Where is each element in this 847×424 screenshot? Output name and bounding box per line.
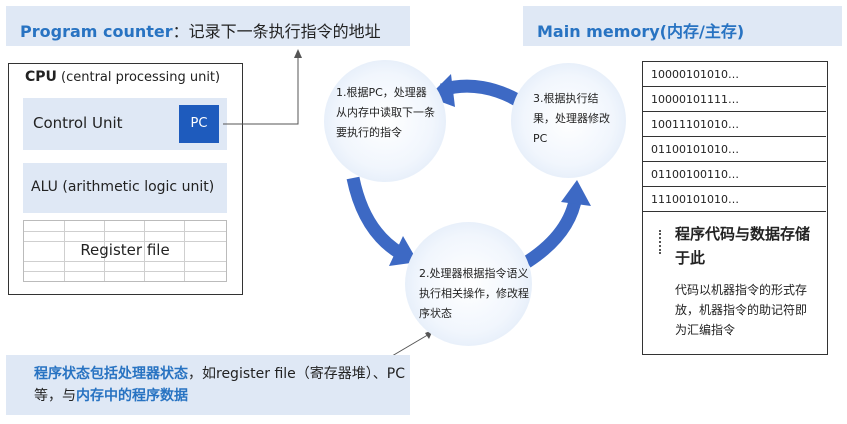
pc-pointer-arrowhead	[294, 49, 302, 58]
register-grid-line	[184, 221, 185, 281]
arrow-1-to-2	[346, 176, 404, 259]
step-1-text: 1.根据PC，处理器从内存中读取下一条要执行的指令	[336, 86, 435, 139]
memory-row: 01100100110…	[643, 162, 826, 187]
memory-row: 10000101111…	[643, 87, 826, 112]
memory-table: 10000101010… 10000101111… 10011101010… 0…	[642, 61, 828, 355]
step-3-circle: 3.根据执行结果，处理器修改PC	[511, 63, 626, 178]
register-grid-line	[24, 241, 226, 242]
step-1-circle: 1.根据PC，处理器从内存中读取下一条要执行的指令	[324, 60, 446, 182]
state-pointer-line	[391, 332, 432, 357]
memory-row: 10011101010…	[643, 112, 826, 137]
program-counter-desc: ：记录下一条执行指令的地址	[172, 22, 381, 41]
register-grid-line	[104, 221, 105, 281]
step-2-text: 2.处理器根据指令语义执行相关操作，修改程序状态	[419, 267, 529, 320]
program-state-text: ，如register file（寄存器堆）、PC等，与	[34, 366, 405, 404]
cpu-box: CPU (central processing unit) Control Un…	[8, 63, 243, 295]
dotted-marker	[659, 230, 662, 254]
memory-row: 10000101010…	[643, 62, 826, 87]
register-file-grid: Register file	[23, 220, 227, 282]
cpu-subtitle: (central processing unit)	[56, 70, 221, 85]
pc-register: PC	[179, 105, 219, 143]
memory-row: 11100101010…	[643, 187, 826, 212]
alu-box: ALU (arithmetic logic unit)	[23, 163, 227, 213]
control-unit-label: Control Unit	[33, 114, 123, 132]
arrow-2-to-3-head	[561, 180, 591, 206]
step-2-circle: 2.处理器根据指令语义执行相关操作，修改程序状态	[405, 222, 532, 346]
memory-row: 01100101010…	[643, 137, 826, 162]
control-unit-box: Control Unit PC	[23, 98, 227, 150]
alu-label: ALU (arithmetic logic unit)	[31, 179, 215, 195]
register-grid-line	[24, 271, 226, 272]
arrow-2-to-3	[523, 194, 583, 268]
cpu-title-label: CPU	[25, 69, 57, 85]
register-grid-line	[64, 221, 65, 281]
main-memory-title: Main memory(内存/主存)	[537, 22, 745, 41]
register-grid-line	[24, 261, 226, 262]
program-state-highlight-2: 内存中的程序数据	[76, 388, 188, 404]
step-3-text: 3.根据执行结果，处理器修改PC	[533, 92, 610, 145]
program-state-highlight-1: 程序状态包括处理器状态	[34, 366, 188, 382]
register-grid-line	[24, 231, 226, 232]
main-memory-banner: Main memory(内存/主存)	[523, 6, 842, 46]
program-state-box: 程序状态包括处理器状态，如register file（寄存器堆）、PC等，与内存…	[6, 355, 410, 415]
register-grid-line	[144, 221, 145, 281]
code-storage-desc: 代码以机器指令的形式存放，机器指令的助记符即为汇编指令	[675, 283, 808, 337]
code-storage-heading: 程序代码与数据存储于此	[675, 225, 811, 267]
program-counter-banner: Program counter：记录下一条执行指令的地址	[6, 6, 410, 46]
cpu-title: CPU (central processing unit)	[25, 69, 220, 85]
program-counter-title: Program counter	[20, 22, 173, 41]
register-file-label: Register file	[80, 241, 170, 259]
